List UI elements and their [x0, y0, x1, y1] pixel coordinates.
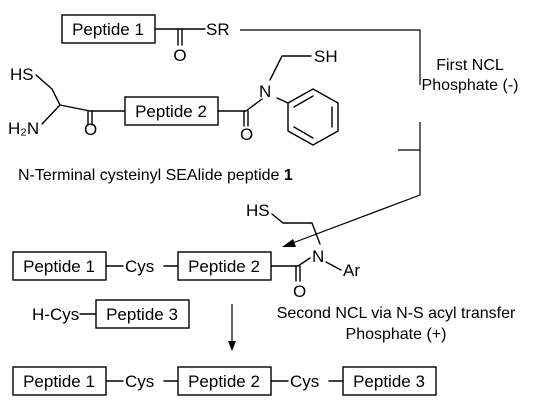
sea-ethyl-chain: [269, 55, 312, 81]
intermediate-aryl-label: Ar: [343, 261, 360, 280]
product-peptide-3-box: [342, 366, 437, 396]
phenyl-ring-double-bonds: [293, 95, 333, 139]
intermediate-carbonyl-oxygen: O: [293, 282, 306, 301]
cysteine-carbonyl-oxygen: O: [84, 120, 97, 139]
reagent-cysteinyl-peptide-3: H-Cys Peptide 3: [32, 299, 190, 329]
reactant-1-peptide-thioester: Peptide 1 SR O: [61, 14, 230, 65]
step-1-label-line-1: First NCL: [436, 57, 504, 74]
product-cys-1-label: Cys: [125, 372, 154, 391]
intermediate-peptide-2-label: Peptide 2: [188, 257, 260, 276]
intermediate-peptide-2-box: [177, 251, 272, 281]
amide-carbonyl-oxygen: O: [240, 125, 253, 144]
intermediate-carbonyl-double-bond: [295, 265, 301, 282]
reagent-peptide-3-label: Peptide 3: [106, 305, 178, 324]
intermediate-peptide-1-label: Peptide 1: [23, 257, 95, 276]
peptide-2-label: Peptide 2: [135, 102, 207, 121]
intermediate-ethyl-chain: [271, 213, 321, 245]
amide-carbonyl-bond: [217, 98, 263, 112]
step-2-second-ncl: Second NCL via N-S acyl transfer Phospha…: [228, 304, 516, 351]
cysteine-thiol-label: HS: [10, 65, 34, 84]
carbonyl-double-bond: [177, 28, 183, 46]
cysteine-ch2-bond: [51, 88, 61, 106]
phenyl-ring: [287, 88, 339, 146]
product-peptide-2-box: [177, 366, 272, 396]
intermediate-cys-label: Cys: [125, 257, 154, 276]
reagent-peptide-3-box: [95, 299, 190, 329]
step-2-label-line-2: Phosphate (+): [346, 326, 447, 343]
step-1-arrowhead: [282, 239, 296, 247]
amide-nitrogen-label: N: [259, 82, 271, 101]
alpha-carbonyl-bond: [59, 104, 91, 112]
amine-bond: [41, 104, 61, 125]
cysteine-side-chain-bond: [35, 74, 53, 90]
sea-thiol-label: SH: [314, 47, 338, 66]
intermediate-peptide-1-box: [12, 251, 107, 281]
step-2-label-line-1: Second NCL via N-S acyl transfer: [277, 305, 516, 322]
step-1-arrow-line: [289, 150, 421, 245]
intermediate-thiol-label: HS: [246, 201, 270, 220]
step-1-label-line-2: Phosphate (-): [422, 77, 519, 94]
product-peptide-1-box: [12, 366, 107, 396]
intermediate-n-aryl-bond: [325, 261, 342, 271]
intermediate-amide-bond: [270, 257, 311, 267]
product-peptide-1-label: Peptide 1: [23, 372, 95, 391]
amine-label: H₂N: [8, 119, 39, 138]
reactant-2-sealide-peptide: HS H₂N O Peptide 2 O N SH N-Terminal cys…: [8, 47, 339, 184]
reagent-cys-label: H-Cys: [32, 305, 79, 324]
product-peptide-3-label: Peptide 3: [353, 372, 425, 391]
step-2-arrowhead: [228, 341, 236, 351]
alpha-carbonyl-double-bond: [87, 110, 93, 126]
intermediate-nitrogen-label: N: [312, 247, 324, 266]
intermediate-ligated-peptide: Peptide 1 Cys Peptide 2 O N Ar HS: [12, 201, 360, 301]
amide-carbonyl-double-bond: [243, 110, 249, 127]
thioester-carbonyl-oxygen: O: [173, 46, 186, 65]
sealide-caption: N-Terminal cysteinyl SEAlide peptide 1: [18, 167, 293, 184]
n-phenyl-bond: [276, 97, 289, 104]
peptide-1-box: [61, 14, 156, 44]
step-1-first-ncl: First NCL Phosphate (-): [240, 29, 519, 247]
product-peptide-2-label: Peptide 2: [188, 372, 260, 391]
final-product: Peptide 1 Cys Peptide 2 Cys Peptide 3: [12, 366, 437, 396]
thioester-sr-label: SR: [206, 20, 230, 39]
peptide-1-label: Peptide 1: [72, 20, 144, 39]
product-cys-2-label: Cys: [290, 372, 319, 391]
